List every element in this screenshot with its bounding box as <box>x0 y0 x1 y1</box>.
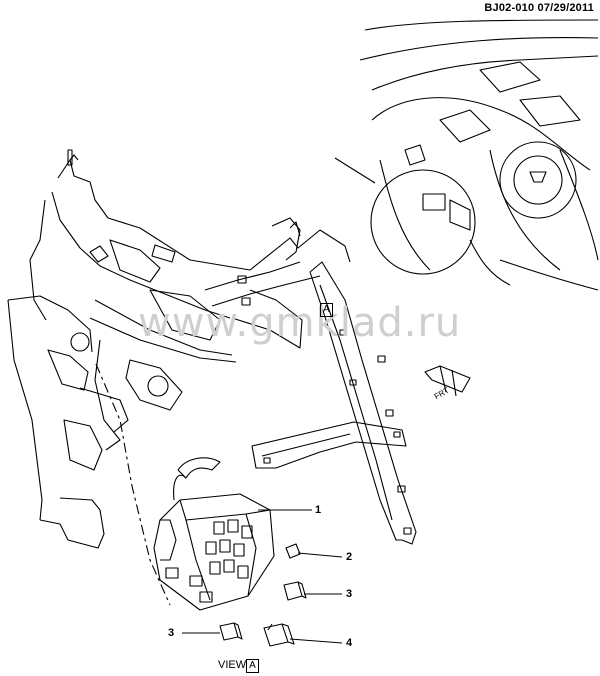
watermark: www.gmklad.ru <box>138 300 462 346</box>
view-caption-letter: A <box>246 659 259 673</box>
diagram-code: BJ02-010 <box>484 2 535 14</box>
view-a-leader <box>95 363 171 606</box>
callout-3: 3 <box>346 588 353 600</box>
relay-part-4 <box>263 623 295 647</box>
callout-leaders <box>182 509 343 644</box>
callout-3-lower: 3 <box>168 627 175 639</box>
callout-2: 2 <box>346 551 353 563</box>
diagram-date: 07/29/2011 <box>537 2 594 14</box>
view-leader <box>334 157 376 184</box>
relay-part-3 <box>283 581 307 601</box>
switch-detail <box>422 193 446 211</box>
relay-part-3b <box>219 622 243 641</box>
diagram-header: BJ02-010 07/29/2011 <box>484 2 594 14</box>
view-a-marker: A <box>320 303 333 317</box>
vertical-pillar <box>309 261 417 545</box>
front-arrow-icon <box>424 365 471 397</box>
left-bracket <box>7 295 129 549</box>
dashboard-inset <box>359 19 599 291</box>
lower-brace <box>251 421 407 469</box>
fuse-part-2 <box>285 543 301 559</box>
callout-1: 1 <box>315 504 322 516</box>
detail-magnifier <box>370 169 476 275</box>
view-caption-word: VIEW <box>218 659 247 671</box>
fuse-block <box>153 457 275 611</box>
frame-assembly <box>29 149 351 451</box>
callout-4: 4 <box>346 637 353 649</box>
